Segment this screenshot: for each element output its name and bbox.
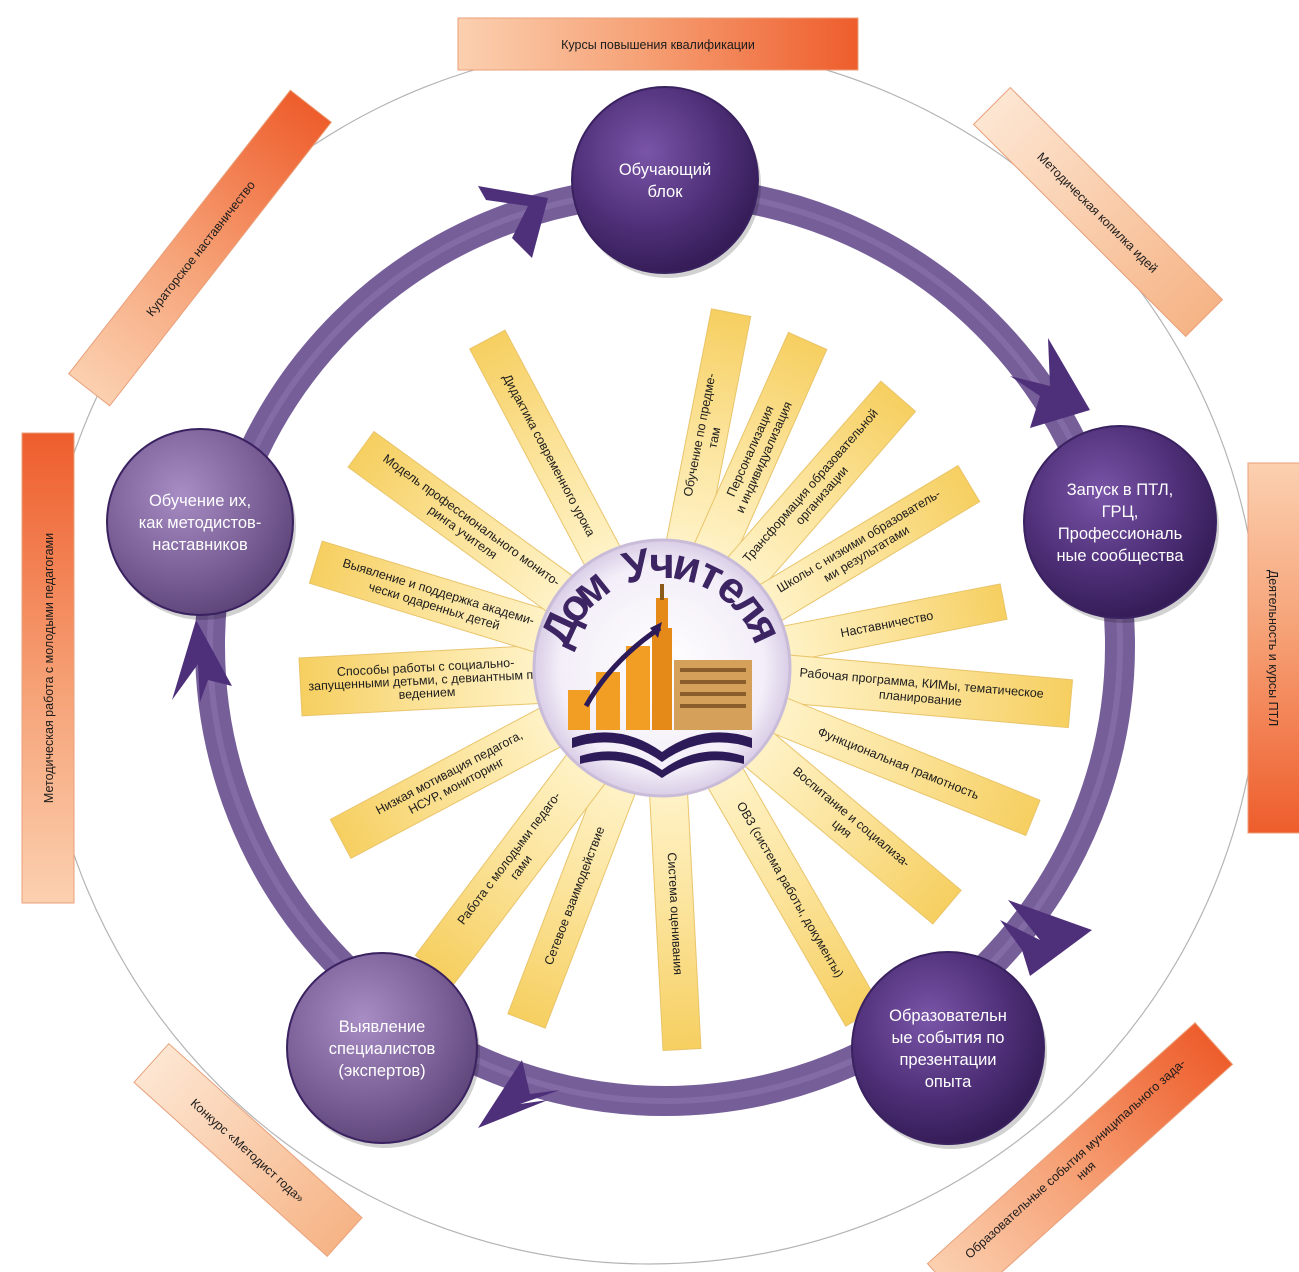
book-icon xyxy=(572,732,752,778)
process-node: Обучение их, как методистов-наставников xyxy=(106,428,296,620)
process-node-label: как методистов- xyxy=(139,514,262,532)
building-icon xyxy=(568,584,752,730)
process-node: Образовательн ые события по презентации опы… xyxy=(851,951,1047,1149)
outer-label-text: Деятельность и курсы ПТЛ xyxy=(1266,570,1280,726)
process-node-label: ные сообщества xyxy=(1056,547,1184,565)
process-node-circle xyxy=(851,951,1045,1145)
process-node: Выявление специалистов (экспертов) xyxy=(286,952,480,1148)
process-node-label: Запуск в ПТЛ, xyxy=(1067,481,1174,499)
arrow-to-bottomright-icon xyxy=(1000,900,1092,976)
outer-label-text: Методическая работа с молодыми педагогам… xyxy=(42,533,56,803)
outer-label: Курсы повышения квалификации xyxy=(457,17,859,71)
process-node-circle xyxy=(1023,425,1217,619)
outer-label-box xyxy=(1247,462,1299,834)
arrow-to-left-icon xyxy=(172,620,232,702)
arrow-to-bottomleft-icon xyxy=(478,1060,560,1128)
process-node-label: опыта xyxy=(925,1073,972,1091)
outer-label: Методическая работа с молодыми педагогам… xyxy=(21,432,75,904)
outer-label-box xyxy=(972,86,1224,338)
process-node-label: презентации xyxy=(899,1051,996,1069)
process-node: Обучающий блок xyxy=(571,86,761,278)
ray-label: там xyxy=(706,426,724,449)
ray-segment: Способы работы с социально-запущенными д… xyxy=(298,644,555,717)
process-node-label: наставников xyxy=(152,536,248,554)
outer-label: Деятельность и курсы ПТЛ xyxy=(1247,462,1299,834)
outer-label-box xyxy=(926,1022,1234,1272)
process-node-label: Выявление xyxy=(339,1018,426,1036)
process-node-label: (экспертов) xyxy=(338,1062,425,1080)
arrow-to-right-icon xyxy=(1010,338,1090,428)
outer-label-text: Кураторское наставничество xyxy=(144,178,258,319)
process-node-label: Профессиональ xyxy=(1058,525,1182,543)
process-node-circle xyxy=(106,428,294,616)
process-node-circle xyxy=(571,86,759,274)
process-node-label: Обучение их, xyxy=(149,492,251,510)
outer-label-box xyxy=(133,1042,363,1258)
outer-label-box xyxy=(457,17,859,71)
ray-label: Дидактика современного урока xyxy=(500,372,598,539)
process-node-label: Обучающий xyxy=(619,161,711,179)
outer-label-text: Курсы повышения квалификации xyxy=(561,38,755,52)
cycle-arrows xyxy=(172,186,1092,1128)
outer-label: Методическая копилка идей xyxy=(972,86,1224,338)
process-node-label: ГРЦ, xyxy=(1102,503,1139,521)
process-node-label: Образовательн xyxy=(889,1007,1007,1025)
logo-title-letter: ч xyxy=(649,539,675,588)
process-node-label: специалистов xyxy=(329,1040,436,1058)
outer-label-box xyxy=(21,432,75,904)
ray-segment: Система оценивания xyxy=(648,776,702,1051)
process-node-label: блок xyxy=(648,183,684,201)
ray-label: Система оценивания xyxy=(665,852,685,975)
outer-label: Кураторское наставничество xyxy=(67,89,333,407)
outer-label-box xyxy=(67,89,333,407)
process-node-circle xyxy=(286,952,478,1144)
process-node-label: ые события по xyxy=(892,1029,1005,1047)
process-node: Запуск в ПТЛ, ГРЦ, Профессиональ ные сообще… xyxy=(1023,425,1219,623)
arrow-to-top-icon xyxy=(478,186,548,258)
ray-segment: Наставничество xyxy=(765,583,1008,666)
outer-label-text: Методическая копилка идей xyxy=(1034,150,1160,276)
ray-label: ведением xyxy=(398,685,456,702)
